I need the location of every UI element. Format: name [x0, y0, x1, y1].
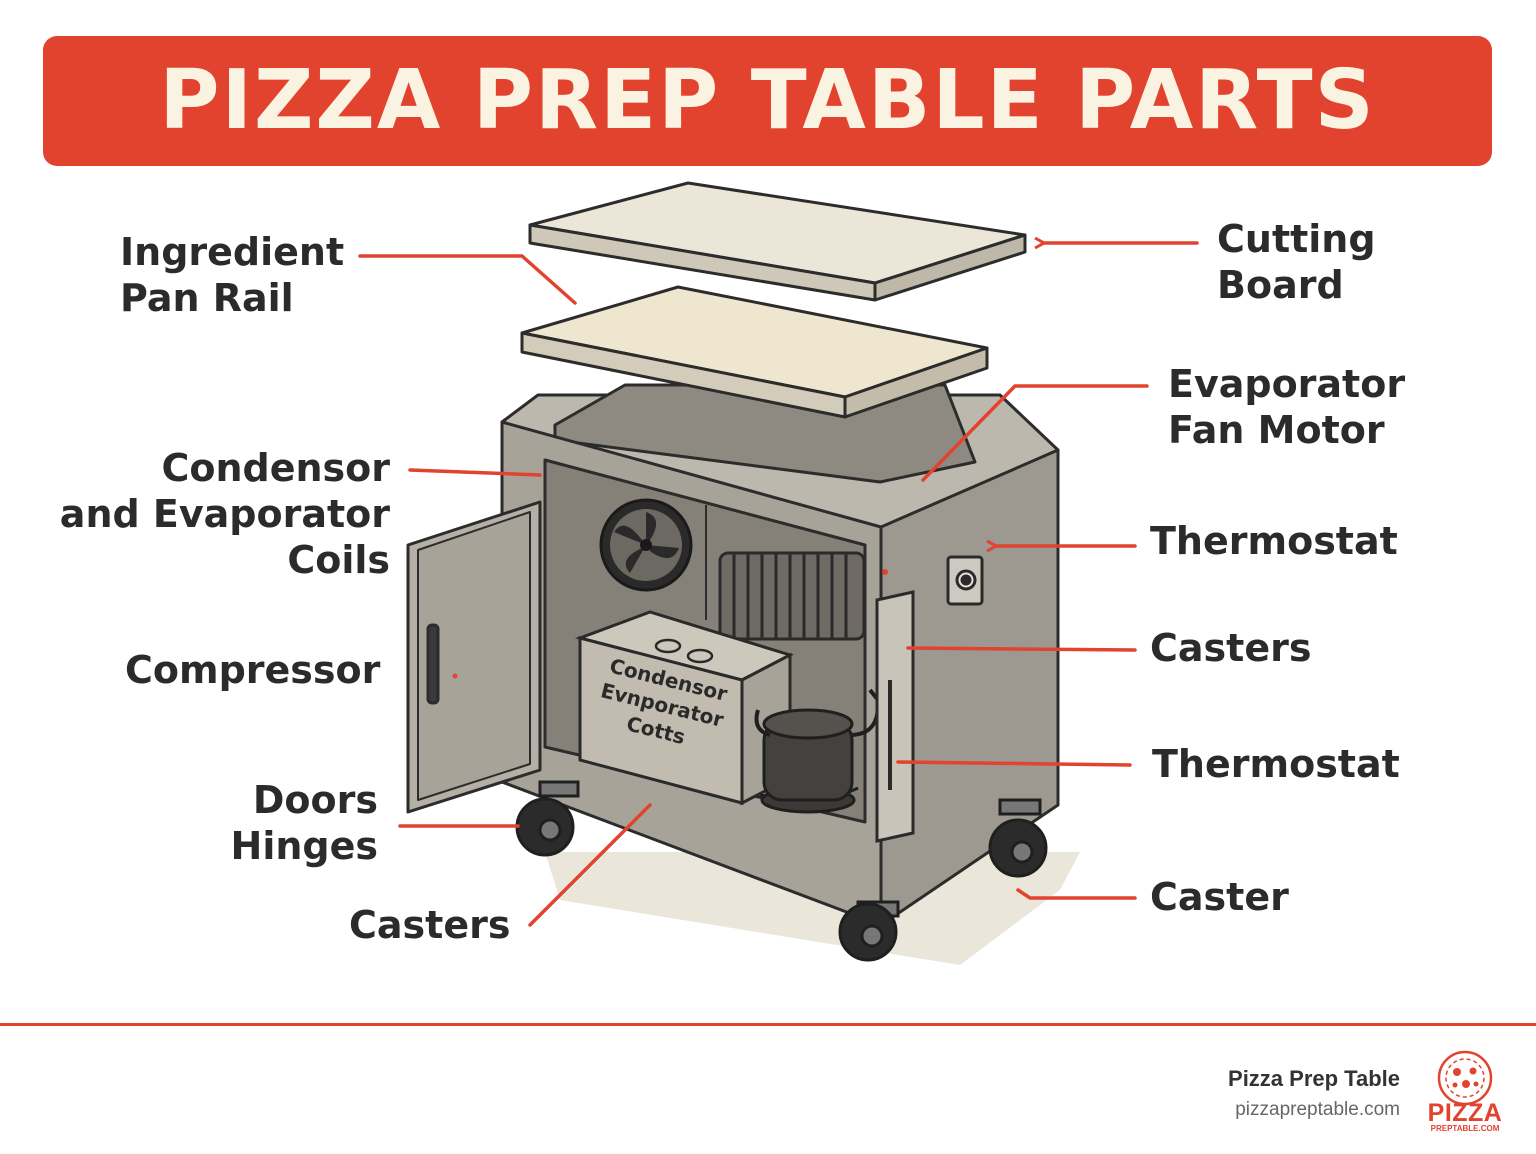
footer-brand-name: Pizza Prep Table	[1228, 1066, 1400, 1091]
label-line: Ingredient	[120, 230, 345, 274]
coils-icon	[718, 551, 866, 641]
label-cutting-board: Cutting Board	[1217, 216, 1376, 308]
label-line: Board	[1217, 263, 1344, 307]
thermostat-knob-icon	[946, 555, 984, 606]
label-casters-right: Casters	[1150, 625, 1311, 671]
label-thermostat-top: Thermostat	[1150, 518, 1398, 564]
title-banner: PIZZA PREP TABLE PARTS	[43, 36, 1492, 166]
leader-evaporator	[921, 384, 1149, 482]
label-line: Coils	[287, 538, 390, 582]
label-line: Fan Motor	[1168, 408, 1385, 452]
label-line: Cutting	[1217, 217, 1376, 261]
label-casters-bottom: Casters	[349, 902, 510, 948]
label-compressor: Compressor	[125, 647, 380, 693]
compressor-icon	[754, 688, 881, 814]
footer-url[interactable]: pizzapreptable.com	[1235, 1099, 1400, 1120]
page-title: PIZZA PREP TABLE PARTS	[159, 53, 1376, 148]
label-line: Pan Rail	[120, 276, 294, 320]
label-caster-right: Caster	[1150, 874, 1289, 920]
ingredient-pan-rail	[520, 285, 989, 419]
footer-brand: Pizza Prep Table pizzapreptable.com	[1228, 1064, 1400, 1126]
label-line: Hinges	[230, 824, 378, 868]
open-door	[406, 500, 542, 814]
label-line: Casters	[349, 903, 511, 947]
label-thermostat-bottom: Thermostat	[1152, 741, 1400, 787]
fan-icon	[599, 498, 693, 592]
leader-ingredient	[358, 254, 577, 305]
logo-word: PIZZA	[1427, 1099, 1503, 1127]
footer-divider	[0, 1023, 1536, 1026]
leader-condensor	[408, 468, 542, 477]
label-line: Condensor	[161, 446, 390, 490]
label-line: and Evaporator	[59, 492, 390, 536]
leader-lines	[358, 243, 1199, 927]
label-evaporator-fan-motor: Evaporator Fan Motor	[1168, 361, 1405, 453]
label-line: Thermostat	[1152, 742, 1400, 786]
label-line: Compressor	[125, 648, 381, 692]
logo-sub: PREPTABLE.COM	[1430, 1124, 1500, 1133]
right-door-strip	[875, 569, 915, 843]
leader-caster-right	[1016, 888, 1137, 900]
leader-casters-right	[906, 646, 1137, 652]
label-line: Doors	[252, 778, 378, 822]
label-ingredient-pan-rail: Ingredient Pan Rail	[120, 229, 344, 321]
label-doors-hinges: Doors Hinges	[231, 777, 378, 869]
label-line: Thermostat	[1150, 519, 1398, 563]
label-line: Evaporator	[1168, 362, 1406, 406]
caster-front-left	[515, 780, 580, 857]
pizza-logo-icon	[1437, 1050, 1493, 1106]
casters	[515, 780, 1048, 962]
leader-thermostat-bottom	[896, 760, 1132, 767]
caster-back-right	[988, 798, 1048, 878]
leader-casters-bottom	[528, 803, 652, 927]
label-line: Caster	[1150, 875, 1289, 919]
cutting-board-top	[528, 181, 1027, 302]
label-condensor-coils: Condensor and Evaporator Coils	[60, 445, 390, 583]
label-line: Casters	[1150, 626, 1312, 670]
pizza-logo: PIZZA PREPTABLE.COM	[1424, 1050, 1506, 1140]
caster-front-right	[838, 900, 900, 962]
